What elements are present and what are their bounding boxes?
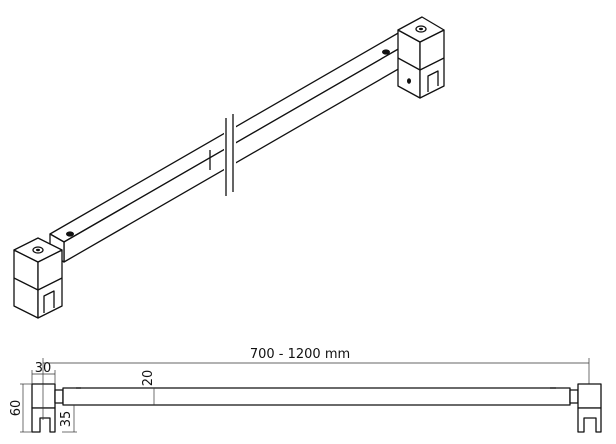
screw-hole-icon — [382, 49, 390, 55]
side-view: 700 - 1200 mm 30 60 35 20 — [9, 347, 602, 433]
length-label: 700 - 1200 mm — [250, 347, 350, 362]
bar-size-label: 20 — [141, 370, 156, 387]
offset-label: 35 — [59, 411, 74, 428]
wall-bracket-left — [13, 237, 63, 319]
isometric-view — [13, 16, 445, 319]
stabilizer-bar — [49, 31, 415, 263]
screw-hole-icon — [407, 78, 411, 84]
width-label: 30 — [35, 361, 52, 376]
glass-clamp-right — [397, 16, 445, 99]
screw-hole-icon — [66, 231, 74, 237]
height-label: 60 — [9, 400, 24, 417]
bar-side — [62, 387, 571, 406]
